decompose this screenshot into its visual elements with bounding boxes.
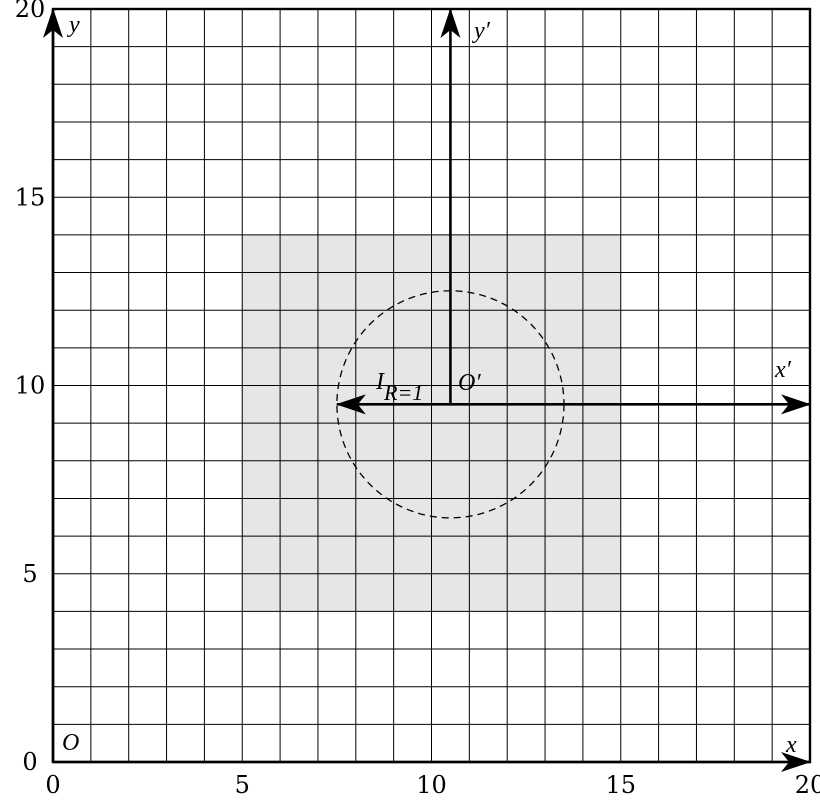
x-tick-label: 0 — [45, 771, 60, 799]
x-tick-label: 10 — [416, 771, 447, 799]
x-prime-axis-label: x′ — [774, 357, 792, 383]
y-tick-label: 0 — [22, 748, 37, 776]
y-tick-label: 20 — [15, 0, 46, 23]
x-tick-label: 5 — [235, 771, 250, 799]
grid-lines — [52, 8, 811, 763]
y-tick-label: 15 — [15, 183, 46, 211]
arrow-subscript: R=1 — [383, 380, 423, 405]
arrow-label: IR=1 — [375, 369, 423, 405]
x-tick-labels: 0 5 10 15 20 — [45, 771, 820, 799]
primed-origin-label: O′ — [458, 370, 481, 396]
y-tick-labels: 0 5 10 15 20 — [15, 0, 46, 776]
x-axis-label: x — [785, 732, 797, 758]
x-tick-label: 20 — [795, 771, 820, 799]
origin-label: O — [62, 730, 79, 756]
x-tick-label: 15 — [605, 771, 636, 799]
y-axis-label: y — [67, 12, 80, 38]
y-tick-label: 10 — [15, 372, 46, 400]
arrow-symbol: I — [375, 369, 385, 395]
y-tick-label: 5 — [22, 560, 37, 588]
y-prime-axis-label: y′ — [472, 18, 491, 44]
